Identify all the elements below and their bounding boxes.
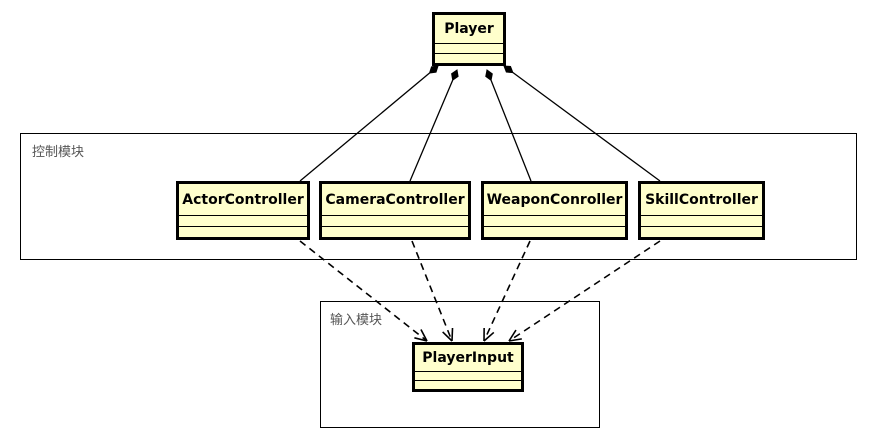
class-attributes-compartment-actor-controller — [179, 215, 307, 226]
class-operations-compartment-player — [435, 53, 503, 63]
composition-diamond-player-to-weapon-controller — [485, 69, 493, 82]
class-box-weapon-controller[interactable]: WeaponConroller — [481, 181, 628, 240]
class-name-player: Player — [444, 21, 494, 37]
composition-diamond-player-to-actor-controller — [428, 65, 439, 74]
class-operations-compartment-skill-controller — [641, 226, 762, 237]
class-operations-compartment-camera-controller — [322, 226, 468, 237]
class-box-skill-controller[interactable]: SkillController — [638, 181, 765, 240]
class-name-skill-controller: SkillController — [645, 191, 758, 208]
class-operations-compartment-actor-controller — [179, 226, 307, 237]
class-attributes-compartment-player-input — [415, 371, 521, 380]
class-name-actor-controller: ActorController — [182, 191, 304, 208]
package-input-module-label: 输入模块 — [330, 313, 383, 328]
package-input-module[interactable] — [320, 301, 600, 428]
class-name-player-input: PlayerInput — [422, 350, 514, 366]
class-name-camera-controller: CameraController — [325, 191, 465, 208]
class-attributes-compartment-player — [435, 43, 503, 53]
class-box-player-input[interactable]: PlayerInput — [412, 342, 524, 392]
class-box-player[interactable]: Player — [432, 12, 506, 66]
class-name-weapon-controller: WeaponConroller — [486, 191, 623, 208]
class-box-actor-controller[interactable]: ActorController — [176, 181, 310, 240]
package-control-module-label: 控制模块 — [32, 145, 85, 160]
class-box-camera-controller[interactable]: CameraController — [319, 181, 471, 240]
composition-diamond-player-to-camera-controller — [451, 69, 459, 81]
class-attributes-compartment-weapon-controller — [484, 215, 625, 226]
class-operations-compartment-player-input — [415, 380, 521, 389]
class-attributes-compartment-skill-controller — [641, 215, 762, 226]
composition-diamond-player-to-skill-controller — [503, 65, 514, 74]
class-attributes-compartment-camera-controller — [322, 215, 468, 226]
class-operations-compartment-weapon-controller — [484, 226, 625, 237]
